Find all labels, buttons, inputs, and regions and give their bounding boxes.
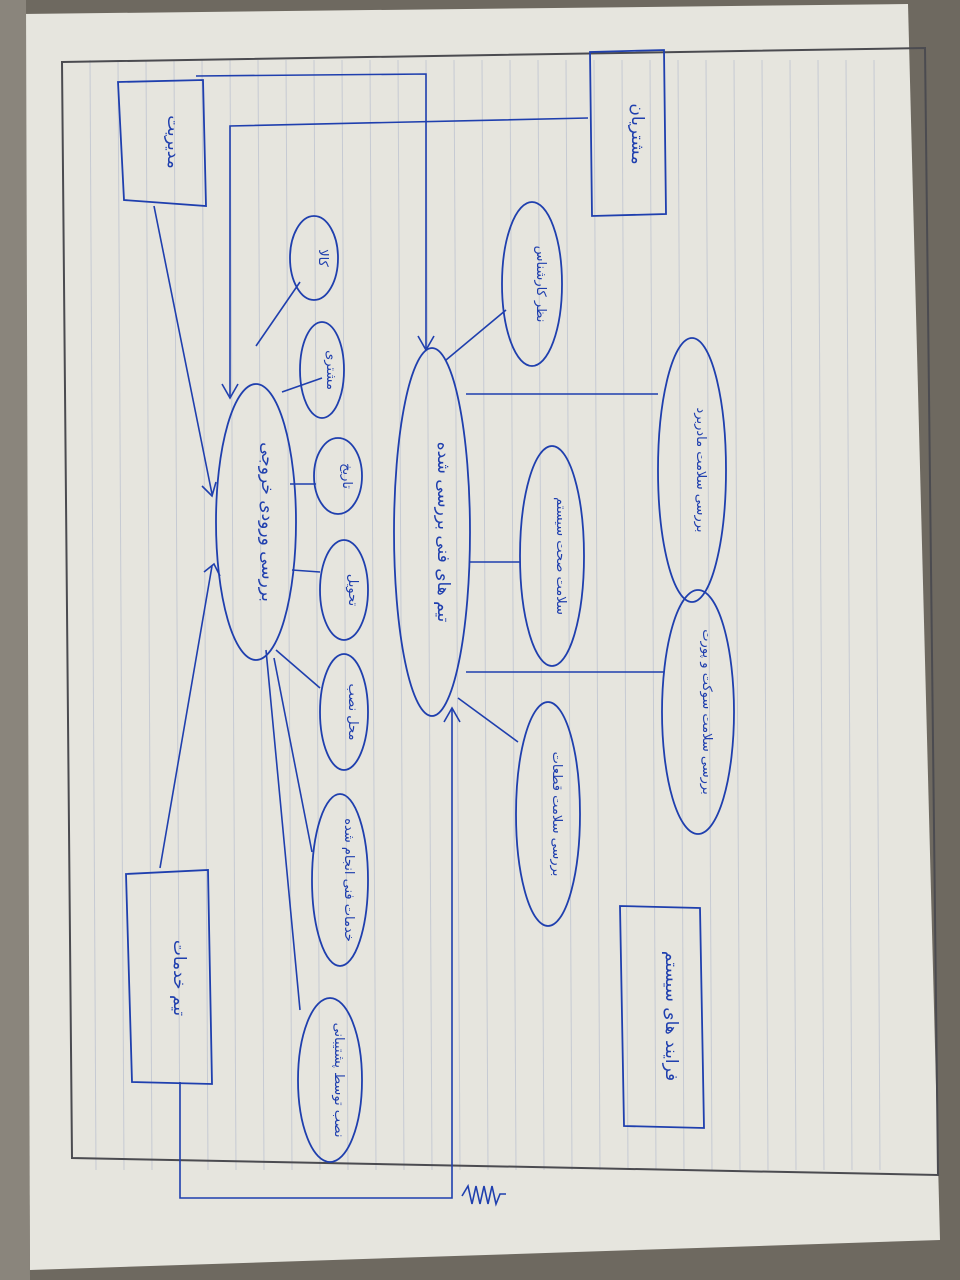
page-border (60, 46, 940, 1177)
ellipse-technical-services (311, 793, 369, 967)
ellipse-goods (289, 215, 339, 301)
ellipse-installer (297, 997, 363, 1163)
flow-management-to-process-b-line (195, 73, 427, 348)
link-expert-opinion (445, 309, 507, 361)
ellipse-board-health (657, 337, 727, 603)
arrow-head-process-b-bottom (443, 706, 461, 723)
flow-management-diagonal (153, 205, 213, 495)
ruled-lines (89, 59, 881, 1171)
label-service-team: تیم خدمات (169, 940, 189, 1017)
label-customers: مشتریان (627, 103, 647, 164)
label-technical-services: خدمات فنی انجام شده (341, 818, 356, 942)
link-goods (255, 281, 301, 347)
ellipse-process-a (215, 383, 297, 661)
ellipse-delivery (319, 539, 369, 641)
arrow-head-diagonal (201, 481, 217, 498)
label-system-health: سلامت صحت سیستم (553, 497, 568, 615)
label-process-b: تیم های فنی بررسی شده (433, 442, 453, 623)
link-technical-services (273, 657, 313, 853)
label-goods: کالا (315, 249, 330, 267)
notebook-paper (22, 4, 940, 1270)
box-customers (589, 49, 667, 217)
box-management (117, 79, 207, 207)
label-process-a: بررسی ورودی خروجی (257, 442, 277, 602)
label-customer: مشتری (323, 350, 338, 390)
box-service-team (125, 869, 213, 1085)
flow-customers-to-process-a-line (229, 117, 589, 396)
flow-service-team-to-process-a (159, 565, 213, 869)
label-expert-opinion: نظر کارشناس (533, 246, 548, 323)
ellipse-system-health (519, 445, 585, 667)
arrow-head-process-a-top (221, 383, 239, 400)
ellipse-expert-opinion (501, 201, 563, 367)
link-installer (265, 649, 301, 1011)
connectors (153, 73, 664, 1207)
link-customer (281, 377, 323, 393)
ellipse-date (313, 437, 363, 515)
label-system-processes: فرایند های سیستم (661, 951, 681, 1081)
label-delivery: تحویل (345, 574, 360, 607)
label-port-health: بررسی سلامت سوکت و پورت (699, 629, 714, 794)
label-management: مدیریت (163, 115, 183, 169)
label-installer: نصب توسط پشتیبانی (331, 1023, 346, 1138)
label-date: تاریخ (339, 463, 354, 489)
link-delivery (291, 569, 321, 573)
flow-service-team-to-process-b (179, 708, 453, 1199)
label-parts-health: بررسی سلامت قطعات (549, 752, 564, 877)
link-parts-health (457, 697, 519, 743)
ellipse-parts-health (515, 701, 581, 927)
ellipse-process-b (393, 347, 471, 717)
ellipse-port-health (661, 589, 735, 835)
notebook-left-edge (0, 0, 30, 1280)
label-install-location: محل نصب (345, 684, 360, 741)
ellipse-install-location (319, 653, 369, 771)
label-board-health: بررسی سلامت مادربرد (693, 407, 708, 532)
scribble-terminator (461, 1183, 506, 1207)
link-install-location (275, 649, 321, 689)
ellipse-customer (299, 321, 345, 419)
box-system-processes (619, 905, 705, 1129)
